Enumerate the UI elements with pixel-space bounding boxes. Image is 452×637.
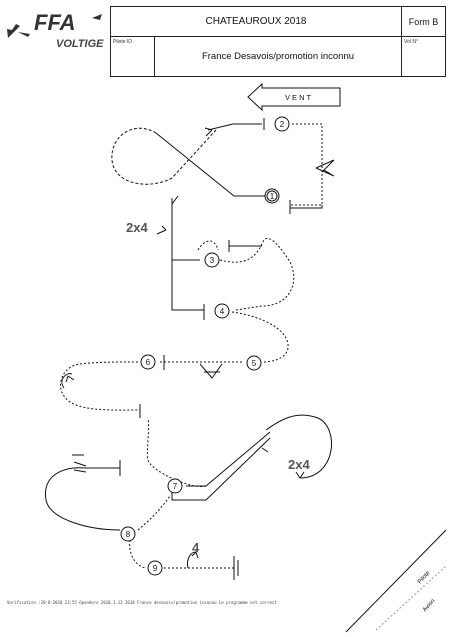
figure-7-paths bbox=[146, 414, 332, 501]
figure-badge-1: 1 bbox=[264, 188, 280, 204]
svg-text:FFA: FFA bbox=[34, 10, 76, 35]
figure-1-2-paths bbox=[111, 118, 335, 214]
figure-badge-4: 4 bbox=[214, 303, 230, 319]
figure-number-8: 8 bbox=[126, 530, 131, 539]
pilot-aircraft-corner: Pilote Avion bbox=[345, 529, 447, 633]
figure-number-2: 2 bbox=[280, 120, 285, 129]
form-label-text: Form B bbox=[408, 16, 439, 27]
logo-aircraft-icon bbox=[7, 24, 30, 38]
figure-number-4: 4 bbox=[220, 307, 225, 316]
figure-number-7: 7 bbox=[173, 482, 178, 491]
figure-number-6: 6 bbox=[146, 358, 151, 367]
figure-number-5: 5 bbox=[252, 359, 257, 368]
svg-text:VOLTIGE: VOLTIGE bbox=[56, 38, 104, 50]
program-name-text: France Desavois/promotion inconnu bbox=[201, 51, 355, 62]
flight-number-box: Vol N° bbox=[401, 36, 446, 77]
figure-number-3: 3 bbox=[210, 256, 215, 265]
roll-annotation-fig3: 2x4 bbox=[126, 220, 148, 235]
competition-title-text: CHATEAUROUX 2018 bbox=[205, 16, 307, 27]
figure-number-1: 1 bbox=[270, 192, 275, 201]
avion-label: Avion bbox=[422, 598, 436, 613]
roll-annotation-fig7: 2x4 bbox=[288, 457, 310, 472]
figure-4-5-paths bbox=[203, 304, 289, 363]
figure-badge-8: 8 bbox=[120, 526, 136, 542]
figure-5-6-paths bbox=[60, 355, 244, 418]
flight-number-label: Vol N° bbox=[404, 39, 418, 45]
figure-8-paths bbox=[45, 454, 171, 569]
figure-badge-6: 6 bbox=[140, 354, 156, 370]
figure-badge-3: 3 bbox=[204, 252, 220, 268]
wind-label: V E N T bbox=[285, 93, 312, 102]
figure-badge-9: 9 bbox=[147, 560, 163, 576]
figure-badge-2: 2 bbox=[274, 116, 290, 132]
figure-number-9: 9 bbox=[153, 564, 158, 573]
wind-arrow: V E N T bbox=[247, 82, 341, 112]
figure-badge-5: 5 bbox=[246, 355, 262, 371]
figure-9-paths bbox=[164, 551, 239, 580]
figure-3-paths bbox=[156, 195, 295, 311]
verification-footer: Verification :28-8-2018 23:55 OpenAero 2… bbox=[7, 600, 277, 605]
pilote-label: Pilote bbox=[417, 570, 432, 586]
figure-badge-7: 7 bbox=[167, 478, 183, 494]
roll-annotation-fig9: 4 bbox=[192, 540, 200, 555]
pilot-id-label: Pilote ID bbox=[113, 39, 132, 45]
ffa-voltige-logo: FFA VOLTIGE bbox=[7, 10, 104, 50]
